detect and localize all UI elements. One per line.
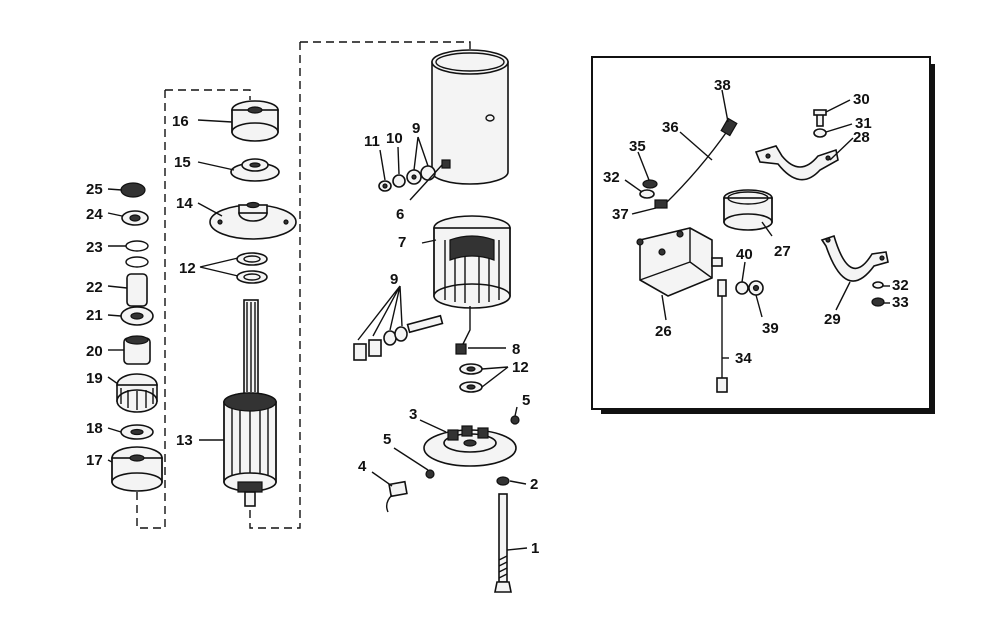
label-part-13: 13 [176,432,193,449]
label-part-29: 29 [824,311,841,328]
label-part-5-right: 5 [522,392,530,409]
label-part-12-upper: 12 [179,260,196,277]
label-part-26: 26 [655,323,672,340]
label-part-33: 33 [892,294,909,311]
part-18-washer [120,424,154,440]
part-29-clamp [820,234,889,282]
label-part-7: 7 [398,234,406,251]
label-part-22: 22 [86,279,103,296]
part-35-nut [642,179,658,189]
leader-lines [107,89,890,551]
part-12-washers-lower [459,363,483,393]
part-39-nut [748,280,764,296]
label-part-28: 28 [853,129,870,146]
part-32-washer-lower [872,281,884,289]
label-part-11: 11 [364,133,380,150]
label-part-34: 34 [735,350,752,367]
label-part-39: 39 [762,320,779,337]
label-part-1: 1 [531,540,539,557]
label-part-25: 25 [86,181,103,198]
part-number-labels: 16 15 14 12 13 25 24 23 22 21 20 19 18 1… [86,77,909,557]
part-15-bearing-cup [230,158,280,182]
part-33-nut [871,297,885,307]
label-part-4: 4 [358,458,367,475]
part-28-bracket [754,145,839,181]
label-part-3: 3 [409,406,417,423]
label-part-40: 40 [736,246,753,263]
part-4-brush [385,480,408,513]
label-part-32-lower: 32 [892,277,909,294]
label-part-12-lower: 12 [512,359,529,376]
label-part-17: 17 [86,452,103,469]
label-part-8: 8 [512,341,520,358]
label-part-2: 2 [530,476,538,493]
label-part-38: 38 [714,77,731,94]
label-part-5-left: 5 [383,431,391,448]
label-part-9-lower: 9 [390,271,398,288]
label-part-31: 31 [855,115,872,132]
label-part-14: 14 [176,195,193,212]
part-24-bushing [121,210,149,226]
part-6-housing [431,49,509,185]
label-part-36: 36 [662,119,679,136]
part-13-armature [223,299,277,507]
part-2-washer [496,476,510,486]
label-part-10: 10 [386,130,403,147]
part-21-washer [120,306,154,326]
label-part-27: 27 [774,243,791,260]
label-part-32-upper: 32 [603,169,620,186]
inset-box [591,56,935,414]
part-40-washer [735,281,749,295]
part-7-field-coil [433,215,511,355]
part-12-washers-upper [236,252,268,284]
part-23-ring [125,240,149,268]
part-25-nut [120,182,146,198]
label-part-16: 16 [172,113,189,130]
part-3-brush-plate [423,425,517,467]
part-20-collar [123,335,151,365]
label-part-37: 37 [612,206,629,223]
label-part-23: 23 [86,239,103,256]
part-1-through-bolt [494,493,512,593]
label-part-35: 35 [629,138,646,155]
label-part-15: 15 [174,154,191,171]
part-22-sleeve [126,273,148,307]
part-9-terminal-washers [353,314,444,361]
part-14-end-plate [209,201,297,240]
label-part-30: 30 [853,91,870,108]
label-part-21: 21 [86,307,103,324]
part-36-cable [654,117,738,209]
part-30-screw [813,109,827,127]
part-19-pinion-gear [116,373,158,413]
part-5-screws [425,415,520,479]
label-part-18: 18 [86,420,103,437]
part-26-solenoid [636,227,723,297]
label-part-9-upper: 9 [412,120,420,137]
label-part-6: 6 [396,206,404,223]
part-31-washer [813,128,827,138]
part-34-cable [716,279,728,393]
part-16-end-cap [231,100,279,142]
label-part-20: 20 [86,343,103,360]
label-part-24: 24 [86,206,103,223]
label-part-19: 19 [86,370,103,387]
part-32-washer-upper [639,189,655,199]
part-17-end-cap [111,446,163,492]
part-9-10-11-washers [378,165,436,192]
part-27-band [723,189,773,231]
